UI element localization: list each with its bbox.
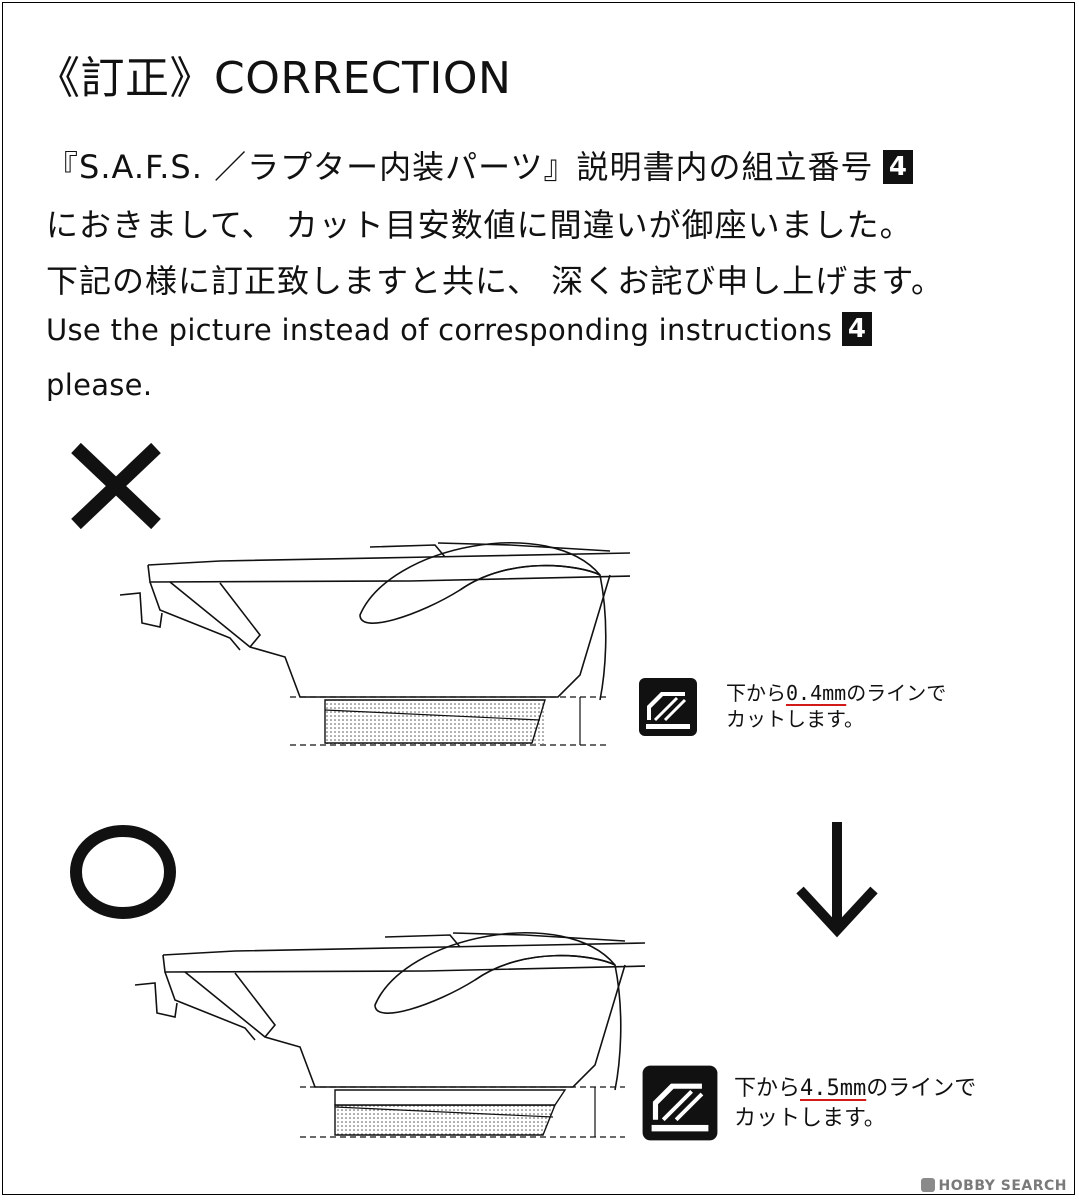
- cut-note-correct: 下から4.5mmのラインで カットします。: [734, 1076, 977, 1131]
- cut-line-icon: [642, 1065, 718, 1141]
- en-line-2: please.: [46, 368, 153, 402]
- part-diagram-wrong: [119, 542, 630, 746]
- page-title: 《訂正》CORRECTION: [36, 53, 512, 104]
- step-number-badge-en: 4: [842, 312, 873, 346]
- arrow-down-icon: [796, 822, 878, 938]
- en-line-1: Use the picture instead of corresponding…: [46, 312, 873, 347]
- cut-line-icon: [639, 678, 697, 736]
- hobby-search-logo-icon: [920, 1178, 935, 1192]
- cross-icon: [71, 442, 161, 530]
- cut-value-wrong: 0.4mm: [786, 681, 847, 705]
- circle-icon: [70, 825, 176, 919]
- part-diagram-correct: [134, 932, 645, 1138]
- cut-note-wrong: 下から0.4mmのラインで カットします。: [726, 681, 947, 731]
- cut-value-correct: 4.5mm: [800, 1076, 867, 1101]
- watermark: HOBBY SEARCH: [920, 1178, 1067, 1194]
- jp-line-2: におきまして、 カット目安数値に間違いが御座いました。: [46, 206, 913, 244]
- step-number-badge: 4: [883, 150, 914, 184]
- jp-line-3: 下記の様に訂正致しますと共に、 深くお詫び申し上げます。: [46, 262, 945, 300]
